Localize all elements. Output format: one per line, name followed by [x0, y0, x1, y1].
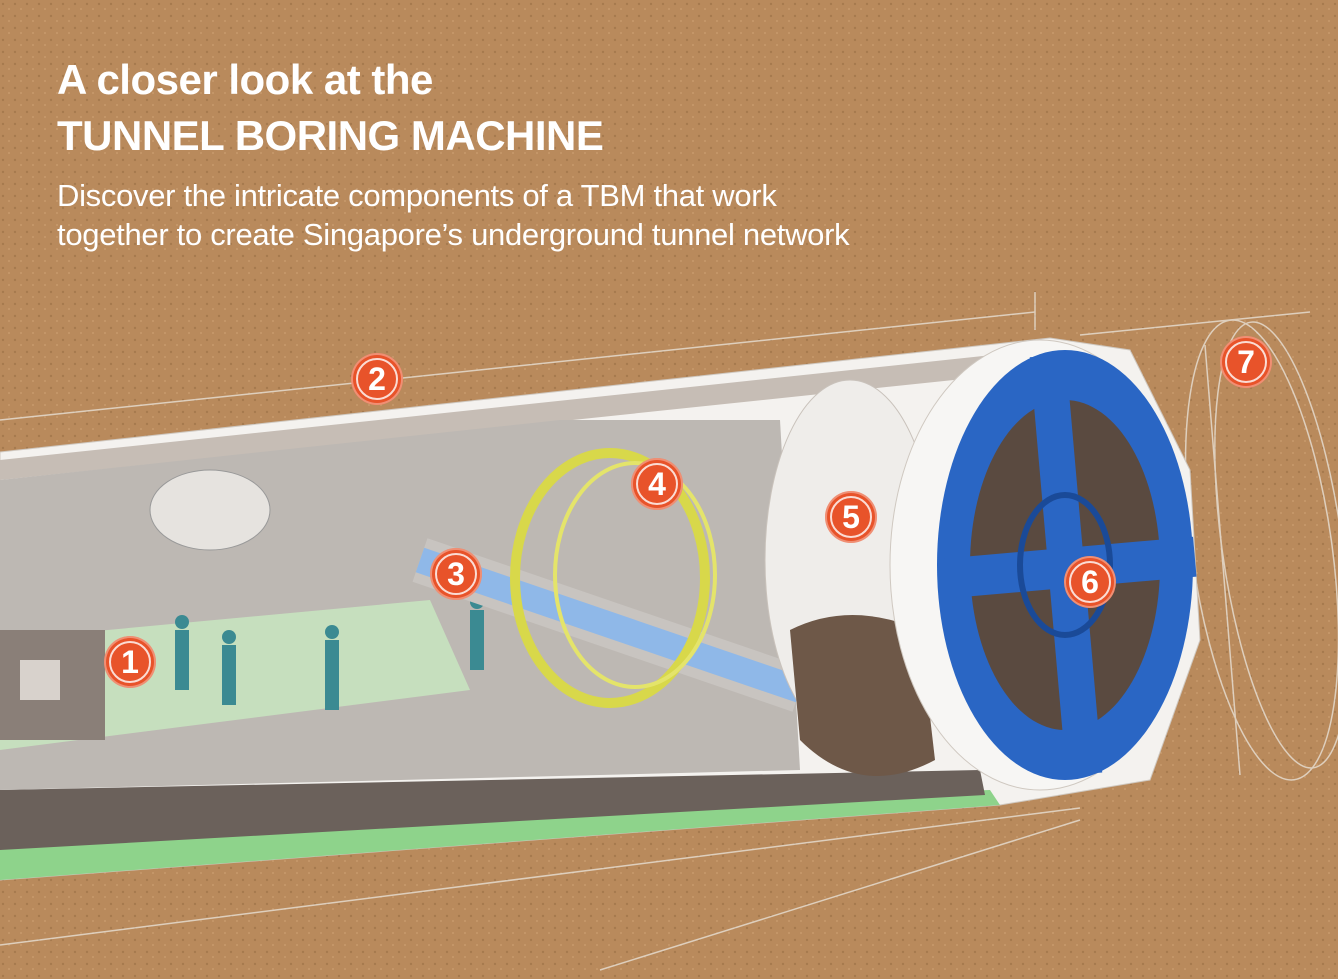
erector-inner-ring — [553, 461, 717, 689]
workers — [175, 595, 484, 710]
title-line-1: A closer look at the — [57, 56, 433, 103]
marker-3[interactable]: 3 — [430, 548, 482, 600]
marker-label: 2 — [356, 358, 398, 400]
marker-2[interactable]: 2 — [351, 353, 403, 405]
bottom-rail — [0, 770, 985, 850]
marker-6[interactable]: 6 — [1064, 556, 1116, 608]
marker-label: 4 — [636, 463, 678, 505]
marker-label: 7 — [1225, 341, 1267, 383]
cabin-window — [20, 660, 60, 700]
excavated-spoil — [790, 615, 935, 776]
subtitle-line-2: together to create Singapore’s undergrou… — [57, 217, 850, 252]
marker-4[interactable]: 4 — [631, 458, 683, 510]
marker-label: 6 — [1069, 561, 1111, 603]
marker-7[interactable]: 7 — [1220, 336, 1272, 388]
segment-erector — [510, 448, 710, 708]
marker-5[interactable]: 5 — [825, 491, 877, 543]
subtitle-line-1: Discover the intricate components of a T… — [57, 178, 777, 213]
marker-label: 3 — [435, 553, 477, 595]
screw-conveyor — [415, 547, 805, 703]
title-line-2: TUNNEL BORING MACHINE — [57, 112, 604, 159]
dimension-lines — [0, 292, 1338, 971]
marker-label: 5 — [830, 496, 872, 538]
shield-top — [0, 350, 1040, 480]
marker-1[interactable]: 1 — [104, 636, 156, 688]
marker-label: 1 — [109, 641, 151, 683]
tank — [149, 469, 271, 551]
